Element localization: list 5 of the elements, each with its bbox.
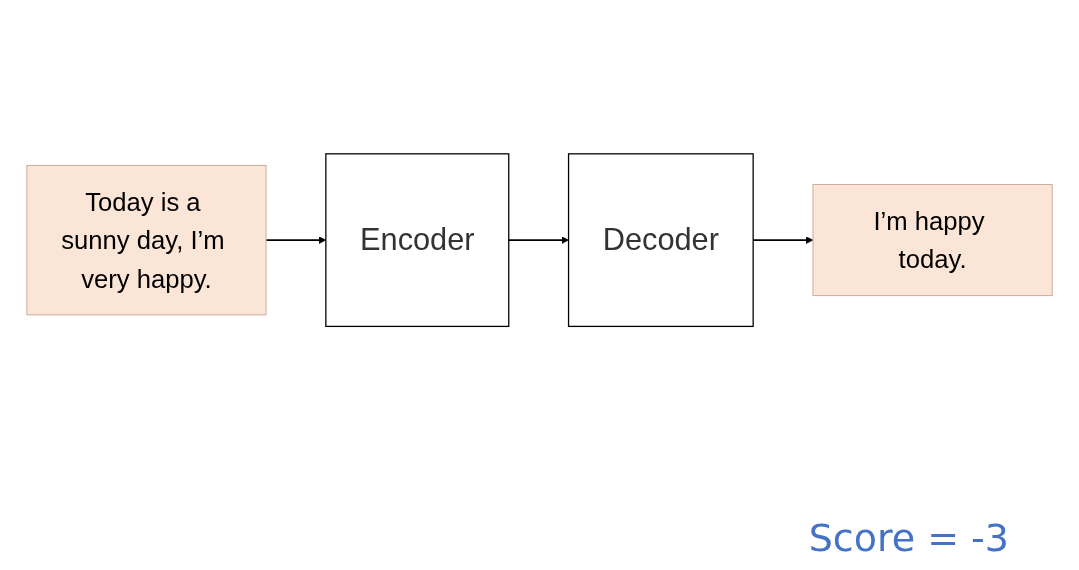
node-box: Encoder <box>325 153 510 327</box>
score-note: Score = -3 <box>808 516 1009 560</box>
node-box: Decoder <box>567 153 754 327</box>
node-box: I’m happy today. <box>812 184 1053 296</box>
node-box: Today is a sunny day, I’m very happy. <box>26 164 267 316</box>
